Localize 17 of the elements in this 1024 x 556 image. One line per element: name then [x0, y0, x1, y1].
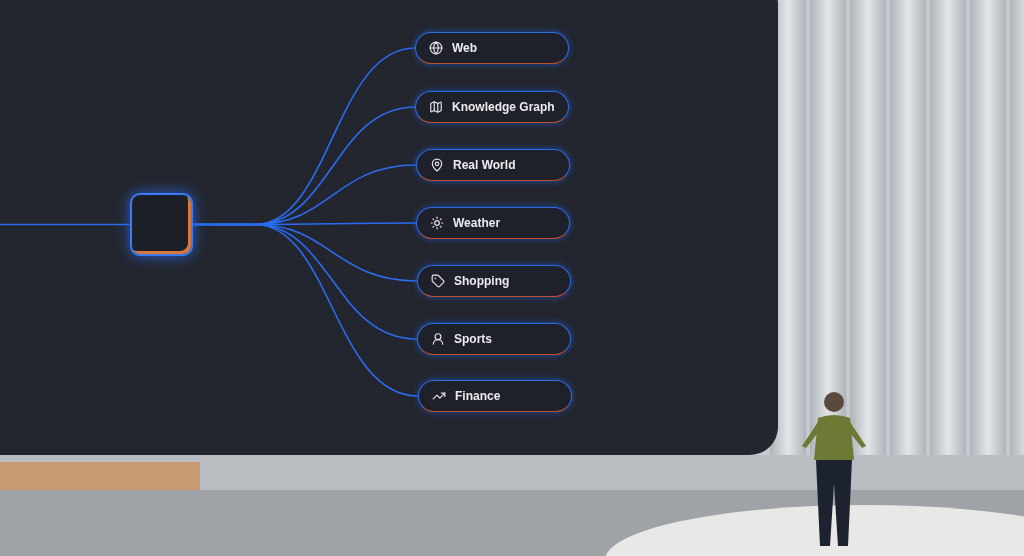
source-label: Real World	[453, 157, 516, 174]
source-label: Sports	[454, 331, 492, 348]
source-label: Knowledge Graph	[452, 99, 555, 116]
source-label: Weather	[453, 215, 501, 232]
source-pill	[416, 207, 570, 239]
connector-line	[0, 223, 131, 226]
source-pill	[415, 32, 569, 64]
connector-line	[192, 223, 419, 397]
source-pill	[416, 149, 570, 181]
source-pill	[417, 323, 571, 355]
source-pill	[417, 265, 571, 297]
source-label: Web	[452, 40, 478, 57]
source-pill	[418, 380, 572, 412]
source-pill	[415, 91, 569, 123]
rounded-box	[130, 193, 193, 256]
source-label: Shopping	[454, 273, 510, 290]
source-label: Finance	[455, 388, 501, 405]
